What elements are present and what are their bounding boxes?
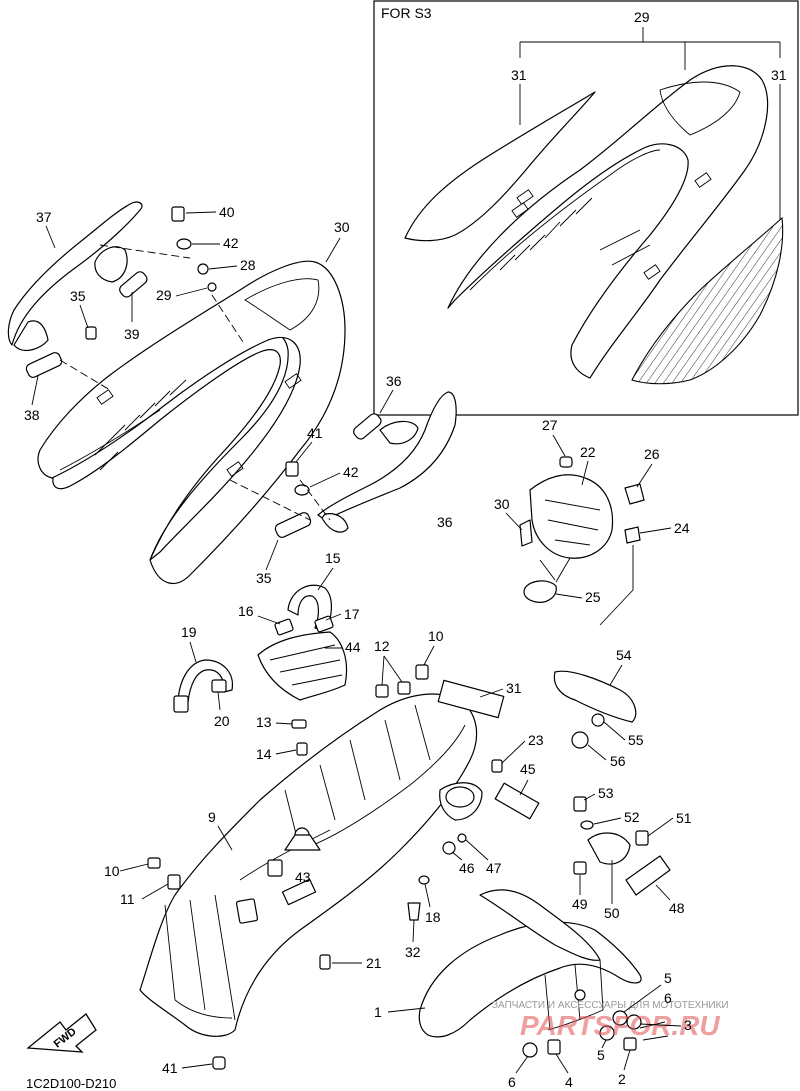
callout-41-a: 40 [219,204,235,220]
callout-24: 25 [585,589,601,605]
grab-bar-right-35 [317,391,457,533]
callout-19: 20 [214,713,230,729]
callout-1: 1 [374,1004,382,1020]
callout-13: 14 [256,746,272,762]
callout-29: 30 [494,496,510,512]
callout-42-b: 42 [343,464,359,480]
callout-12: 13 [256,714,272,730]
inset-seat-cowl [447,65,769,379]
callout-47: 46 [459,860,475,876]
callout-41-b: 41 [307,425,323,441]
callout-42-a: 42 [223,235,239,251]
callout-40: 39 [124,326,140,342]
callout-43: 41 [162,1060,178,1076]
callout-16: 17 [344,606,360,622]
callout-49: 48 [669,900,685,916]
callout-2: 2 [618,1071,626,1087]
callout-45: 44 [345,639,361,655]
inset-callout-bracket [519,27,781,220]
callout-56: 55 [628,732,644,748]
panel-45-lines [269,644,343,686]
callout-15: 16 [238,603,254,619]
callout-35: 36 [437,514,453,530]
callout-7: 9 [208,809,216,825]
callout-55: 54 [616,647,632,663]
panel-45 [257,631,348,701]
plate-bracket-parts [553,670,671,896]
callout-46: 45 [520,761,536,777]
inset-title: FOR S3 [381,5,432,21]
tail-bracket-21 [519,474,645,603]
callout-53: 52 [624,809,640,825]
diagram-code: 1C2D100-D210 [26,1076,116,1091]
strap-14 [274,584,334,636]
callout-51: 50 [604,905,620,921]
seat-cowl-30 [37,260,346,584]
callout-9: 10 [428,628,444,644]
callout-3: 3 [684,1017,692,1033]
watermark-logo: PARTSFOR.RU [520,1010,720,1041]
callout-layer: 29 31 31 37 40 42 28 29 30 35 39 38 36 4… [24,9,787,1090]
callout-17: 18 [425,909,441,925]
callout-50: 49 [572,896,588,912]
callout-14: 15 [325,550,341,566]
watermark-text: ЗАПЧАСТИ И АКСЕССУАРЫ ДЛЯ МОТОТЕХНИКИ [492,1000,729,1011]
callout-26: 27 [542,417,558,433]
callout-18: 19 [181,624,197,640]
callout-8: 10 [104,863,120,879]
callout-6-b: 6 [508,1074,516,1090]
inset-side-cover-left [404,91,596,242]
callout-5-a: 5 [664,970,672,986]
callout-38: 38 [24,407,40,423]
pad-37 [274,512,312,538]
fwd-arrow-icon [26,1013,97,1053]
callout-5-b: 5 [597,1047,605,1063]
callout-33: 32 [405,944,421,960]
callout-30-inset: 29 [634,9,650,25]
rear-fender-7 [139,693,483,1037]
pad-39 [353,413,382,440]
callout-36: 37 [36,209,52,225]
callout-10: 11 [120,891,135,907]
pad-38 [25,352,63,378]
callout-57: 56 [610,753,626,769]
callout-54: 53 [598,785,614,801]
pad-40 [119,271,148,298]
callout-21: 22 [580,444,596,460]
callout-34: 35 [70,288,86,304]
tail-bracket-leader [539,545,634,626]
callout-23: 24 [674,520,690,536]
callout-31-inset-left: 31 [511,67,527,83]
front-fender-1 [418,889,669,1058]
callout-30: 30 [334,219,350,235]
callout-27: 28 [240,257,256,273]
inset-box [373,0,799,416]
callout-52: 51 [676,810,692,826]
callout-25: 26 [644,446,660,462]
callout-32: 31 [506,680,522,696]
bracket-18 [173,659,233,713]
callout-4: 4 [565,1074,573,1090]
callout-48: 47 [486,860,502,876]
callout-37: 35 [256,570,272,586]
callout-44: 43 [295,869,311,885]
small-parts-mid [147,664,540,1070]
assembly-lines-upper [59,244,331,521]
callout-6-a: 6 [664,990,672,1006]
callout-20: 21 [366,955,382,971]
callout-22: 23 [528,732,544,748]
inset-side-cover-right-hatched [631,216,784,385]
callout-31-inset-right: 31 [771,67,787,83]
callout-39: 36 [386,373,402,389]
callout-28: 29 [156,287,172,303]
bolts-upper [85,206,573,496]
callout-11: 12 [374,638,390,654]
grab-bar-left-36 [7,201,143,352]
